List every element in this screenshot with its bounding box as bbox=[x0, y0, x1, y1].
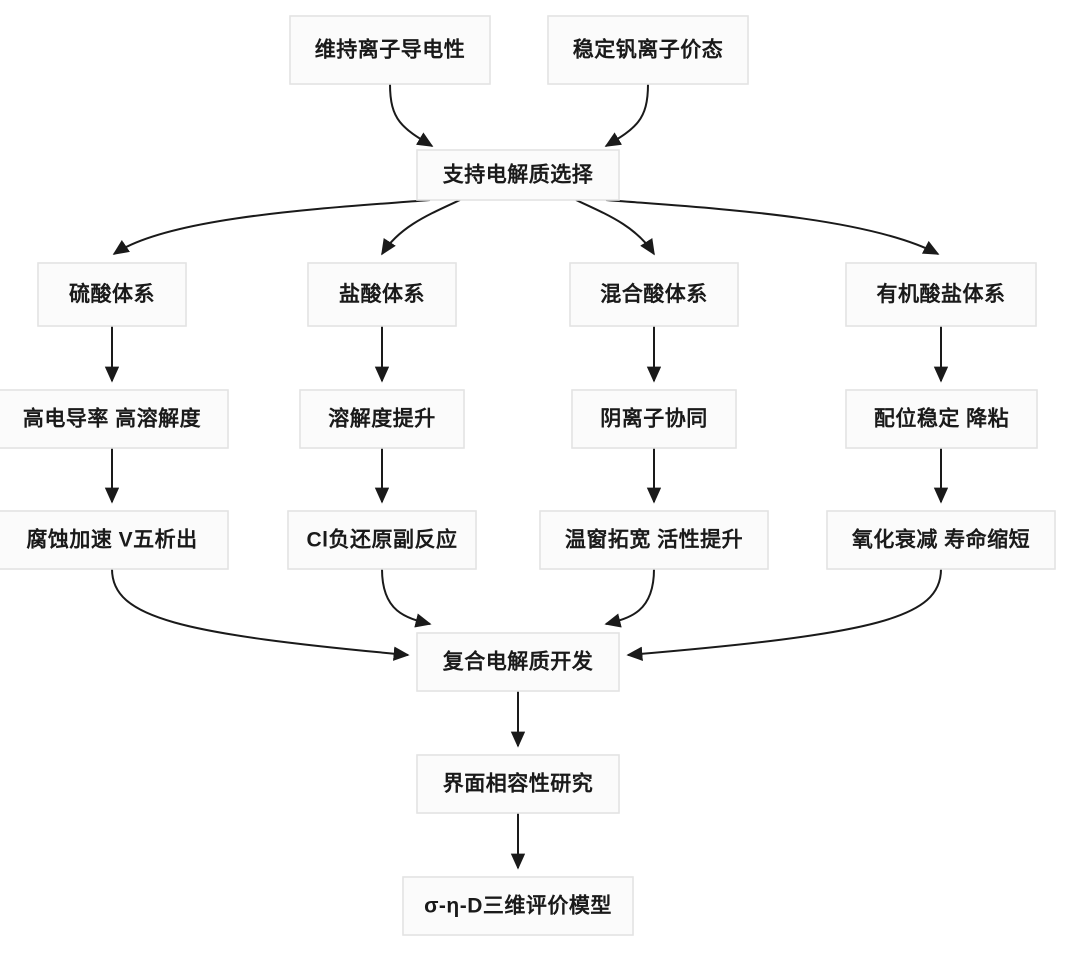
node-n16[interactable]: 复合电解质开发 bbox=[416, 632, 620, 692]
edge-n2-to-n3 bbox=[604, 83, 649, 147]
node-label: σ-η-D三维评价模型 bbox=[424, 894, 612, 918]
node-box bbox=[289, 15, 491, 85]
edges-layer bbox=[104, 83, 949, 870]
node-box bbox=[539, 510, 769, 570]
node-box bbox=[37, 262, 187, 327]
node-label: 支持电解质选择 bbox=[443, 163, 594, 187]
node-label: 氧化衰减 寿命缩短 bbox=[852, 528, 1030, 552]
node-label: 盐酸体系 bbox=[339, 282, 425, 306]
node-n2[interactable]: 稳定钒离子价态 bbox=[547, 15, 749, 85]
node-label: 复合电解质开发 bbox=[442, 650, 594, 674]
node-label: 高电导率 高溶解度 bbox=[23, 407, 201, 431]
node-box bbox=[0, 389, 229, 449]
node-box bbox=[0, 510, 229, 570]
node-n15[interactable]: 氧化衰减 寿命缩短 bbox=[826, 510, 1056, 570]
node-n5[interactable]: 盐酸体系 bbox=[307, 262, 457, 327]
node-n7[interactable]: 有机酸盐体系 bbox=[845, 262, 1037, 327]
edge-n3-to-n4 bbox=[112, 199, 431, 255]
node-box bbox=[571, 389, 737, 449]
edge-n1-to-n3 bbox=[389, 83, 434, 147]
node-n9[interactable]: 溶解度提升 bbox=[299, 389, 465, 449]
node-label: Cl负还原副反应 bbox=[307, 528, 458, 552]
node-box bbox=[416, 754, 620, 814]
node-n17[interactable]: 界面相容性研究 bbox=[416, 754, 620, 814]
node-box bbox=[402, 876, 634, 936]
edge-n3-to-n5 bbox=[381, 199, 461, 256]
node-label: 维持离子导电性 bbox=[315, 38, 466, 62]
node-label: 稳定钒离子价态 bbox=[573, 38, 724, 62]
node-box bbox=[826, 510, 1056, 570]
edge-n14-to-n16 bbox=[604, 568, 655, 628]
edge-n13-to-n16 bbox=[381, 568, 432, 628]
node-label: 配位稳定 降粘 bbox=[874, 407, 1009, 431]
node-box bbox=[845, 389, 1038, 449]
node-label: 阴离子协同 bbox=[600, 407, 708, 431]
edge-n15-to-n16 bbox=[626, 568, 942, 661]
node-label: 有机酸盐体系 bbox=[877, 282, 1006, 306]
edge-n3-to-n7 bbox=[605, 199, 940, 255]
node-box bbox=[845, 262, 1037, 327]
node-n18[interactable]: σ-η-D三维评价模型 bbox=[402, 876, 634, 936]
node-box bbox=[547, 15, 749, 85]
node-n6[interactable]: 混合酸体系 bbox=[569, 262, 739, 327]
node-label: 硫酸体系 bbox=[69, 282, 155, 306]
node-box bbox=[299, 389, 465, 449]
node-box bbox=[307, 262, 457, 327]
node-label: 界面相容性研究 bbox=[443, 772, 594, 796]
node-n11[interactable]: 配位稳定 降粘 bbox=[845, 389, 1038, 449]
node-n13[interactable]: Cl负还原副反应 bbox=[287, 510, 477, 570]
node-n14[interactable]: 温窗拓宽 活性提升 bbox=[539, 510, 769, 570]
node-box bbox=[416, 149, 620, 201]
node-label: 温窗拓宽 活性提升 bbox=[565, 528, 743, 552]
edge-n12-to-n16 bbox=[111, 568, 410, 661]
node-n1[interactable]: 维持离子导电性 bbox=[289, 15, 491, 85]
node-n8[interactable]: 高电导率 高溶解度 bbox=[0, 389, 229, 449]
node-box bbox=[416, 632, 620, 692]
node-n4[interactable]: 硫酸体系 bbox=[37, 262, 187, 327]
node-label: 溶解度提升 bbox=[328, 407, 436, 431]
edge-n3-to-n6 bbox=[575, 199, 655, 256]
node-n10[interactable]: 阴离子协同 bbox=[571, 389, 737, 449]
node-box bbox=[569, 262, 739, 327]
node-n12[interactable]: 腐蚀加速 V五析出 bbox=[0, 510, 229, 570]
node-box bbox=[287, 510, 477, 570]
node-n3[interactable]: 支持电解质选择 bbox=[416, 149, 620, 201]
node-label: 混合酸体系 bbox=[600, 282, 708, 306]
node-label: 腐蚀加速 V五析出 bbox=[26, 528, 197, 552]
